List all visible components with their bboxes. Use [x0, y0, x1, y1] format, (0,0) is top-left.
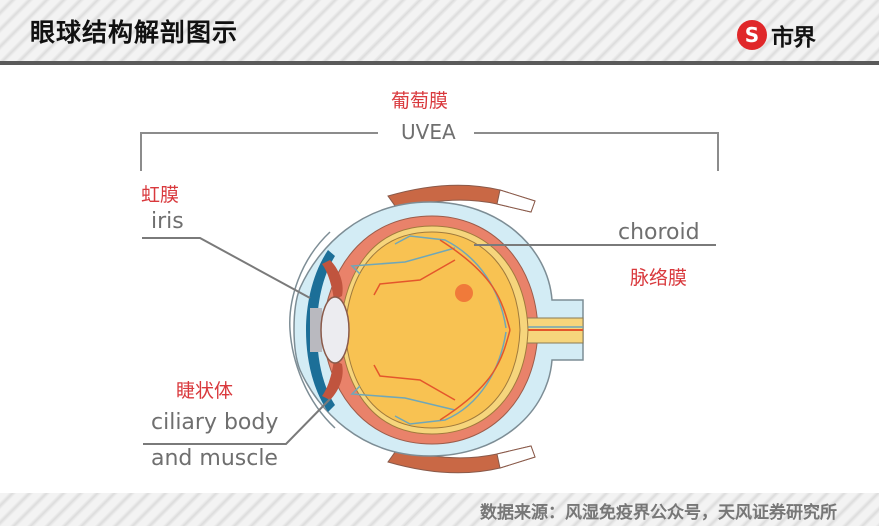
source-note: 数据来源：风湿免疫界公众号，天风证券研究所	[480, 503, 837, 523]
pupil	[310, 308, 322, 352]
ciliary-body-bottom	[322, 360, 343, 400]
footer-bar: 数据来源：风湿免疫界公众号，天风证券研究所	[0, 493, 879, 526]
ciliary-leader	[143, 398, 331, 445]
ciliary-label-cn: 睫状体	[176, 380, 234, 402]
extraocular-muscle-top	[387, 184, 536, 213]
ciliary-body-top	[322, 260, 343, 300]
macula	[455, 284, 473, 302]
header-divider	[0, 61, 879, 65]
choroid-label-cn: 脉络膜	[630, 267, 688, 289]
vitreous-body	[344, 231, 521, 429]
brand-name: 市界	[771, 25, 816, 51]
eyeball-illustration	[140, 132, 719, 474]
currency-s-icon: S	[737, 20, 767, 50]
page-title: 眼球结构解剖图示	[30, 18, 239, 47]
ciliary-label-en-line1: ciliary body	[151, 410, 279, 435]
cornea	[289, 231, 336, 429]
header-bar: 眼球结构解剖图示 S 市界	[0, 0, 879, 65]
choroid-label-en: choroid	[618, 220, 700, 245]
eye-anatomy-diagram: 葡萄膜 UVEA 虹膜 iris choroid 脉络膜 睫状体 ciliary…	[0, 66, 879, 493]
ciliary-label-en-line2: and muscle	[151, 446, 278, 471]
iris-label-en: iris	[151, 209, 184, 234]
lens	[320, 296, 350, 364]
iris-leader	[142, 237, 311, 299]
uvea-bracket	[140, 132, 719, 171]
leader-lines	[142, 237, 716, 445]
iris-label-cn: 虹膜	[141, 184, 180, 206]
brand-logo: S 市界	[737, 17, 816, 53]
uvea-label-cn: 葡萄膜	[391, 90, 449, 112]
uvea-label-en: UVEA	[401, 120, 456, 144]
blood-vessels	[350, 235, 511, 425]
iris	[306, 250, 335, 412]
